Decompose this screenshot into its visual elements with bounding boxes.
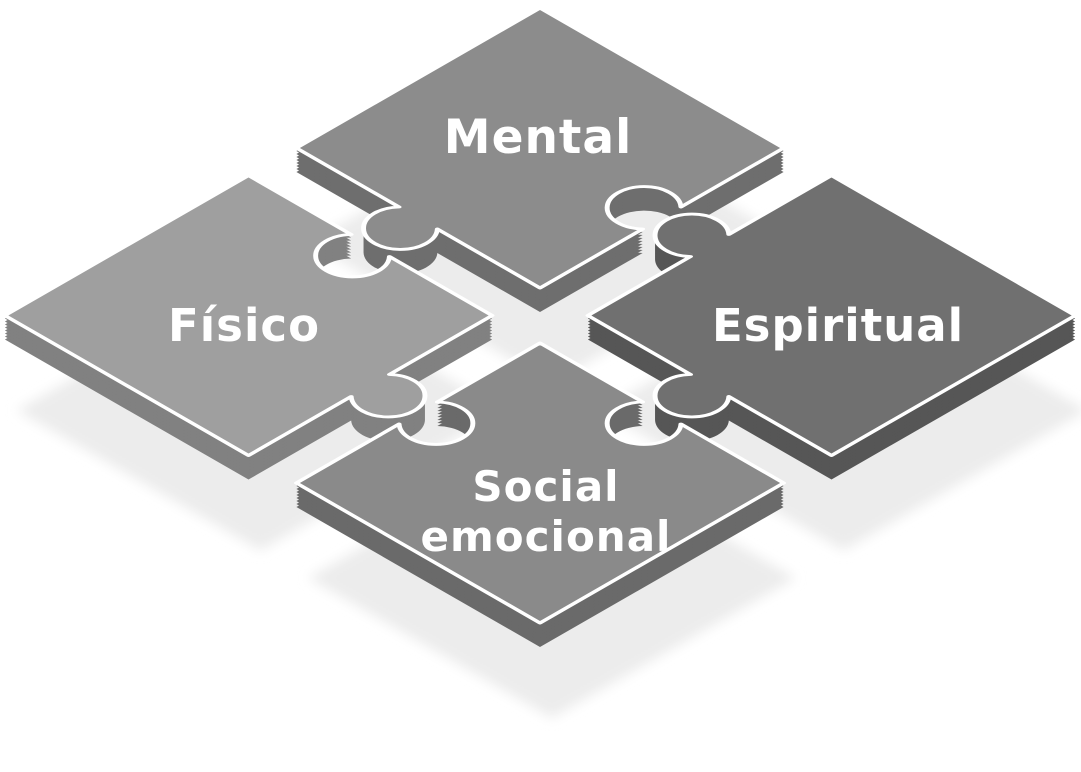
- label-fisico: Físico: [168, 299, 320, 352]
- label-espiritual: Espiritual: [712, 299, 964, 352]
- label-social-line1: Social: [472, 462, 619, 511]
- label-social-line2: emocional: [421, 512, 672, 561]
- label-mental: Mental: [444, 110, 632, 165]
